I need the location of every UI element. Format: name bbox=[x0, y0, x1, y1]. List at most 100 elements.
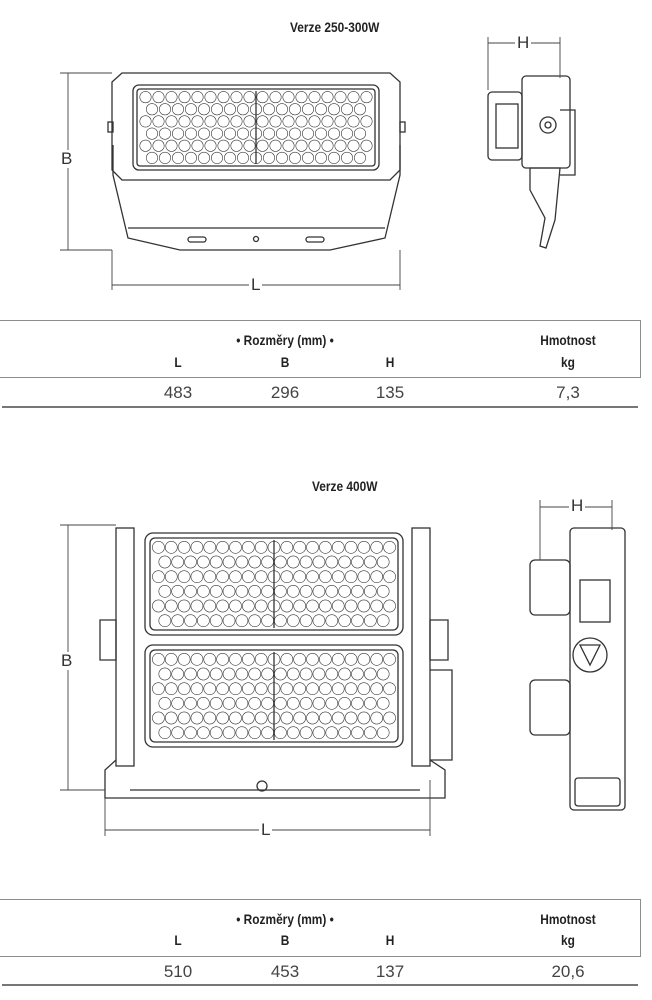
led-icon bbox=[216, 711, 229, 725]
led-icon bbox=[256, 115, 269, 128]
led-icon bbox=[328, 151, 340, 164]
led-icon bbox=[254, 541, 268, 554]
led-icon bbox=[295, 139, 308, 152]
led-icon bbox=[328, 127, 340, 140]
led-icon bbox=[222, 614, 236, 627]
led-icon bbox=[312, 697, 326, 710]
led-icon bbox=[315, 103, 327, 116]
led-icon bbox=[306, 541, 319, 554]
led-icon bbox=[344, 541, 358, 554]
led-icon bbox=[267, 711, 281, 725]
weight-unit: kg bbox=[561, 354, 575, 370]
led-icon bbox=[152, 653, 165, 666]
led-icon bbox=[312, 667, 326, 681]
led-icon bbox=[267, 570, 281, 583]
led-icon bbox=[376, 726, 390, 739]
led-icon bbox=[376, 667, 390, 681]
led-icon bbox=[299, 555, 313, 569]
front-view-400w bbox=[99, 527, 453, 799]
led-icon bbox=[184, 585, 197, 598]
led-icon bbox=[357, 682, 371, 695]
led-icon bbox=[376, 697, 390, 710]
led-icon bbox=[351, 726, 364, 739]
led-icon bbox=[312, 585, 326, 598]
led-icon bbox=[351, 585, 364, 598]
led-icon bbox=[216, 682, 229, 695]
led-icon bbox=[222, 555, 236, 569]
dimension-label-l: L bbox=[259, 820, 273, 839]
led-icon bbox=[286, 585, 300, 598]
led-icon bbox=[315, 127, 327, 140]
led-icon bbox=[209, 726, 223, 739]
led-icon bbox=[230, 139, 243, 152]
led-icon bbox=[185, 151, 197, 164]
led-icon bbox=[139, 115, 152, 128]
led-icon bbox=[338, 697, 351, 710]
led-icon bbox=[243, 139, 256, 152]
led-icon bbox=[308, 91, 321, 104]
led-icon bbox=[159, 103, 171, 116]
value-l: 483 bbox=[163, 383, 193, 402]
led-icon bbox=[171, 697, 185, 710]
led-icon bbox=[229, 541, 242, 554]
dimension-label-h: H bbox=[569, 496, 586, 515]
led-icon bbox=[177, 570, 191, 583]
led-icon bbox=[351, 697, 364, 710]
led-icon bbox=[306, 599, 319, 613]
led-icon bbox=[363, 697, 377, 710]
led-icon bbox=[363, 555, 377, 569]
led-icon bbox=[289, 151, 301, 164]
led-icon bbox=[276, 103, 288, 116]
led-icon bbox=[269, 115, 282, 128]
led-icon bbox=[295, 91, 308, 104]
led-icon bbox=[198, 151, 210, 164]
led-icon bbox=[383, 653, 396, 666]
led-icon bbox=[203, 541, 217, 554]
led-icon bbox=[203, 711, 217, 725]
led-icon bbox=[344, 570, 358, 583]
led-icon bbox=[319, 711, 332, 725]
led-icon bbox=[248, 555, 262, 569]
led-icon bbox=[363, 614, 377, 627]
led-icon bbox=[224, 151, 236, 164]
led-icon bbox=[241, 711, 255, 725]
column-h: H bbox=[385, 354, 395, 370]
led-icon bbox=[211, 127, 223, 140]
led-icon bbox=[282, 115, 295, 128]
led-icon bbox=[164, 599, 178, 613]
led-icon bbox=[331, 541, 345, 554]
led-icon bbox=[184, 555, 197, 569]
led-icon bbox=[237, 103, 249, 116]
led-icon bbox=[165, 115, 178, 128]
led-icon bbox=[256, 139, 269, 152]
led-icon bbox=[222, 726, 236, 739]
led-icon bbox=[190, 599, 204, 613]
led-icon bbox=[235, 555, 249, 569]
led-icon bbox=[190, 682, 204, 695]
led-icon bbox=[190, 570, 204, 583]
led-icon bbox=[158, 667, 172, 681]
led-icon bbox=[229, 599, 242, 613]
dimension-label-h: H bbox=[515, 33, 532, 52]
led-icon bbox=[274, 614, 287, 627]
led-icon bbox=[177, 541, 191, 554]
led-icon bbox=[383, 599, 396, 613]
led-icon bbox=[289, 103, 301, 116]
led-icon bbox=[331, 711, 345, 725]
led-icon bbox=[216, 541, 229, 554]
led-icon bbox=[276, 127, 288, 140]
led-icon bbox=[286, 726, 300, 739]
led-icon bbox=[319, 653, 332, 666]
led-icon bbox=[152, 570, 165, 583]
led-icon bbox=[164, 541, 178, 554]
weight-unit: kg bbox=[561, 932, 575, 948]
led-icon bbox=[204, 115, 217, 128]
dimension-lines bbox=[60, 37, 613, 836]
led-icon bbox=[293, 653, 307, 666]
led-icon bbox=[178, 139, 191, 152]
led-icon bbox=[312, 555, 326, 569]
spec-table-header bbox=[0, 899, 641, 957]
led-icon bbox=[217, 139, 230, 152]
led-icon bbox=[286, 555, 300, 569]
led-icon bbox=[282, 91, 295, 104]
